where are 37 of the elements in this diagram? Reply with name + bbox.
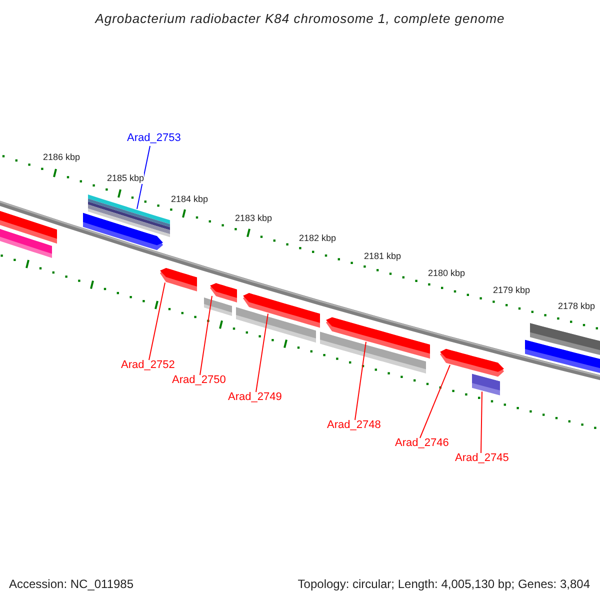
leader-line bbox=[200, 295, 212, 376]
gene-label: Arad_2753 bbox=[127, 132, 181, 145]
scale-label: 2181 kbp bbox=[364, 251, 402, 262]
gene-bar bbox=[440, 348, 478, 372]
scale-label: 2182 kbp bbox=[299, 233, 336, 244]
scale-label: 2179 kbp bbox=[493, 285, 530, 296]
scale-label: 2180 kbp bbox=[428, 268, 466, 279]
scale-label: 2184 kbp bbox=[171, 194, 208, 205]
gene-bar bbox=[160, 268, 197, 292]
gene-label: Arad_2752 bbox=[121, 359, 175, 372]
gene-bar bbox=[88, 194, 170, 238]
genome-info-text: Topology: circular; Length: 4,005,130 bp; Genes: 3,804 bbox=[298, 576, 590, 593]
gene-bar bbox=[472, 374, 500, 396]
gene-bar bbox=[530, 323, 600, 355]
scale-label: 2186 kbp bbox=[43, 152, 80, 163]
title: Agrobacterium radiobacter K84 chromosome 1, complete genome bbox=[94, 10, 506, 28]
gene-label: Arad_2748 bbox=[327, 419, 381, 432]
leader-line bbox=[148, 282, 166, 360]
leader-line bbox=[420, 364, 450, 438]
gene-bar bbox=[478, 358, 504, 377]
gene-label: Arad_2749 bbox=[228, 391, 282, 404]
accession-text: Accession: NC_011985 bbox=[9, 576, 134, 593]
scale-label: 2185 kbp bbox=[107, 173, 144, 184]
gene-label: Arad_2745 bbox=[455, 452, 509, 465]
leader-line bbox=[136, 146, 150, 210]
gene-bar bbox=[0, 227, 52, 258]
scale-label: 2183 kbp bbox=[235, 213, 272, 224]
gene-bar bbox=[210, 283, 237, 302]
scale-label: 2178 kbp bbox=[558, 301, 596, 312]
gene-bar bbox=[204, 298, 232, 316]
gene-bar bbox=[243, 293, 320, 328]
leader-line bbox=[256, 313, 268, 392]
gene-bar bbox=[326, 317, 430, 359]
gene-label: Arad_2750 bbox=[172, 374, 226, 387]
gene-label: Arad_2746 bbox=[395, 437, 449, 450]
leader-line bbox=[480, 391, 482, 454]
leader-line bbox=[354, 341, 366, 420]
